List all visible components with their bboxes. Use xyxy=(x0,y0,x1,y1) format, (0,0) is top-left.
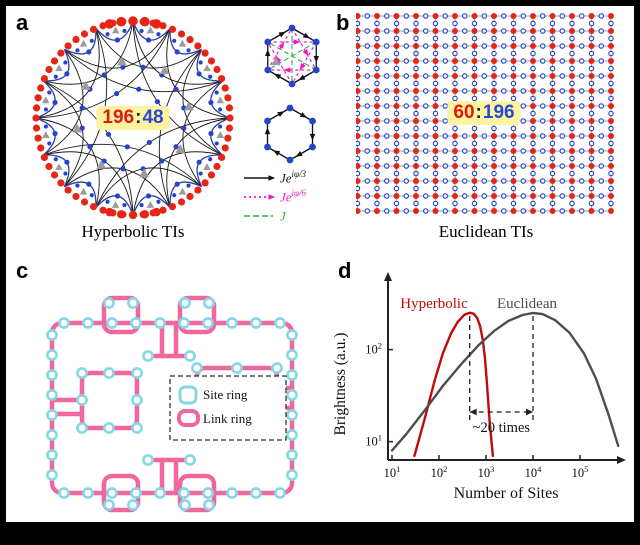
hyperbolic-ratio-badge: 196:48 xyxy=(96,106,170,130)
coupling-label: J xyxy=(280,208,286,224)
ratio-separator: : xyxy=(475,102,482,123)
panel-c-label: c xyxy=(16,258,29,283)
dotted-arrow-icon xyxy=(244,194,276,200)
euclidean-lattice xyxy=(356,13,614,214)
coupling-legend-row: Jeiφ/6 xyxy=(242,188,307,205)
series-label: Euclidean xyxy=(497,296,557,312)
y-axis-label: Brightness (a.u.) xyxy=(332,333,349,436)
annotation-text: ~20 times xyxy=(473,420,531,436)
coupling-insets xyxy=(264,24,320,164)
bulk-count: 196 xyxy=(482,102,515,123)
svg-text:102: 102 xyxy=(365,341,382,357)
panel-a-label: a xyxy=(16,10,29,35)
site-ring-label: Site ring xyxy=(203,387,248,402)
boundary-count: 60 xyxy=(453,102,475,123)
coupling-legend-row: Jeiφ/3 xyxy=(242,169,307,186)
panel-b-label: b xyxy=(336,10,350,35)
coupling-label: Jeiφ/6 xyxy=(280,188,307,205)
svg-text:104: 104 xyxy=(525,464,543,480)
svg-text:101: 101 xyxy=(365,433,382,449)
series-label: Hyperbolic xyxy=(400,296,468,312)
solid-arrow-icon xyxy=(244,175,276,181)
svg-text:103: 103 xyxy=(478,464,495,480)
brightness-chart: 101 102 103 104 105 101 102 Brightness (a.u.) Nu… xyxy=(332,272,626,502)
link-ring-label: Link ring xyxy=(203,411,252,426)
figure-canvas xyxy=(6,6,634,522)
coupling-legend-row: J xyxy=(242,208,306,224)
svg-text:102: 102 xyxy=(431,464,448,480)
hyperbolic-lattice xyxy=(32,16,234,220)
ratio-separator: : xyxy=(135,107,142,128)
euclidean-ratio-badge: 60:196 xyxy=(447,101,521,125)
coupling-label: Jeiφ/3 xyxy=(280,169,307,186)
boundary-count: 196 xyxy=(102,107,135,128)
panel-d-label: d xyxy=(338,258,352,283)
hyperbolic-caption: Hyperbolic TIs xyxy=(81,222,185,241)
svg-text:105: 105 xyxy=(572,464,589,480)
coupling-legend: Jeiφ/3 Jeiφ/6 J xyxy=(242,169,307,224)
svg-text:101: 101 xyxy=(384,464,401,480)
dashed-line-icon xyxy=(244,215,273,217)
bulk-count: 48 xyxy=(142,107,164,128)
euclidean-caption: Euclidean TIs xyxy=(438,222,534,241)
x-axis-label: Number of Sites xyxy=(454,485,559,502)
